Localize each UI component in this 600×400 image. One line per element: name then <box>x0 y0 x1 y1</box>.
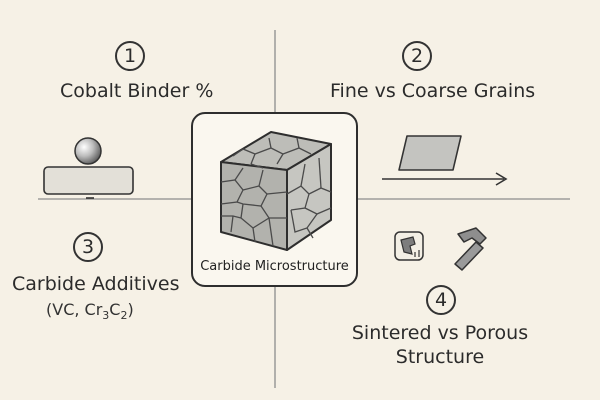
center-card: Carbide Microstructure <box>191 112 358 287</box>
quadrant-3-label: Carbide Additives <box>12 273 180 295</box>
center-caption: Carbide Microstructure <box>200 259 349 274</box>
grain-tile-icon <box>398 135 462 171</box>
quadrant-3-additives: (VC, Cr3C2) <box>46 300 134 323</box>
quadrant-3-number: 3 <box>73 232 103 262</box>
quadrant-4-label-line2: Structure <box>395 346 485 368</box>
quadrant-1-number: 1 <box>115 41 145 71</box>
quadrant-2-number: 2 <box>402 41 432 71</box>
ball-on-block-icon <box>43 137 134 199</box>
quadrant-4-number: 4 <box>426 285 456 315</box>
quadrant-4-label-line1: Sintered vs Porous <box>351 322 529 344</box>
arrow-right-icon <box>382 172 508 186</box>
broken-fragment-icon <box>394 231 424 261</box>
hammer-icon <box>454 227 487 271</box>
microstructure-cube-icon <box>220 131 332 251</box>
quadrant-1-label: Cobalt Binder % <box>60 80 214 102</box>
quadrant-2-label: Fine vs Coarse Grains <box>330 80 536 102</box>
